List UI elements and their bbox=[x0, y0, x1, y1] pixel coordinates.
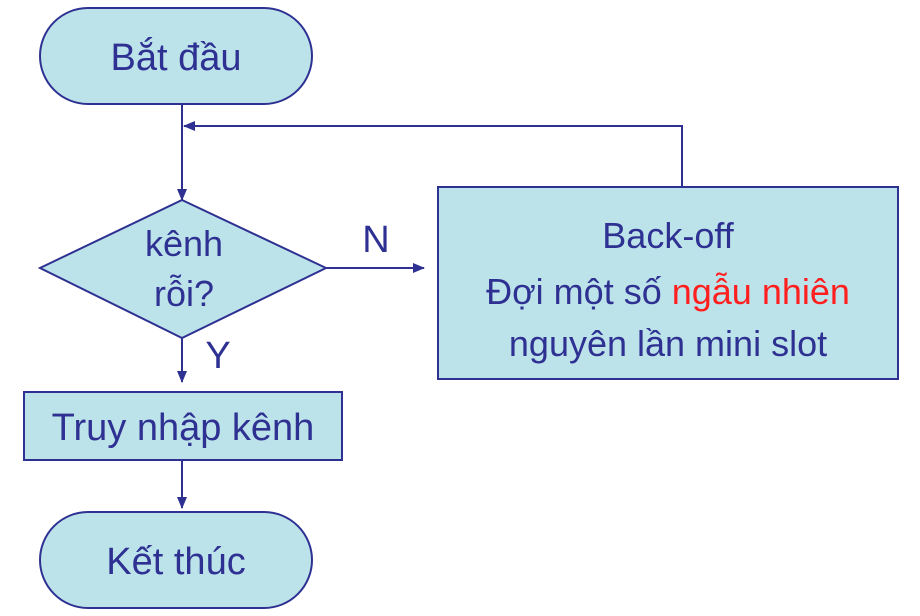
backoff-label-line2-prefix: Đợi một số bbox=[486, 271, 672, 312]
access-shape bbox=[23, 391, 343, 461]
decision-shape bbox=[37, 198, 329, 340]
backoff-label-line3: nguyên lần mini slot bbox=[509, 323, 827, 364]
backoff-label-line1: Back-off bbox=[602, 215, 734, 256]
edge-label-no: N bbox=[362, 219, 389, 261]
start-shape bbox=[39, 7, 313, 105]
decision-label-line1: kênh bbox=[145, 223, 223, 264]
arrow-backoff-loop bbox=[183, 121, 683, 187]
backoff-label-line2-highlight: ngẫu nhiên bbox=[672, 271, 850, 312]
backoff-label-line2: Đợi một số ngẫu nhiên bbox=[486, 271, 850, 312]
start-label: Bắt đầu bbox=[111, 36, 242, 79]
end-label: Kết thúc bbox=[106, 541, 245, 583]
access-label: Truy nhập kênh bbox=[52, 407, 315, 449]
backoff-node: Back-off Đợi một số ngẫu nhiên nguyên lầ… bbox=[437, 186, 899, 380]
end-node: Kết thúc bbox=[39, 511, 313, 609]
start-node: Bắt đầu bbox=[39, 7, 313, 105]
access-node: Truy nhập kênh bbox=[23, 391, 343, 461]
end-shape bbox=[39, 511, 313, 609]
decision-node: kênh rỗi? bbox=[37, 198, 329, 340]
edge-label-yes: Y bbox=[205, 335, 230, 377]
decision-label-line2: rỗi? bbox=[154, 273, 214, 314]
backoff-shape bbox=[437, 186, 899, 380]
